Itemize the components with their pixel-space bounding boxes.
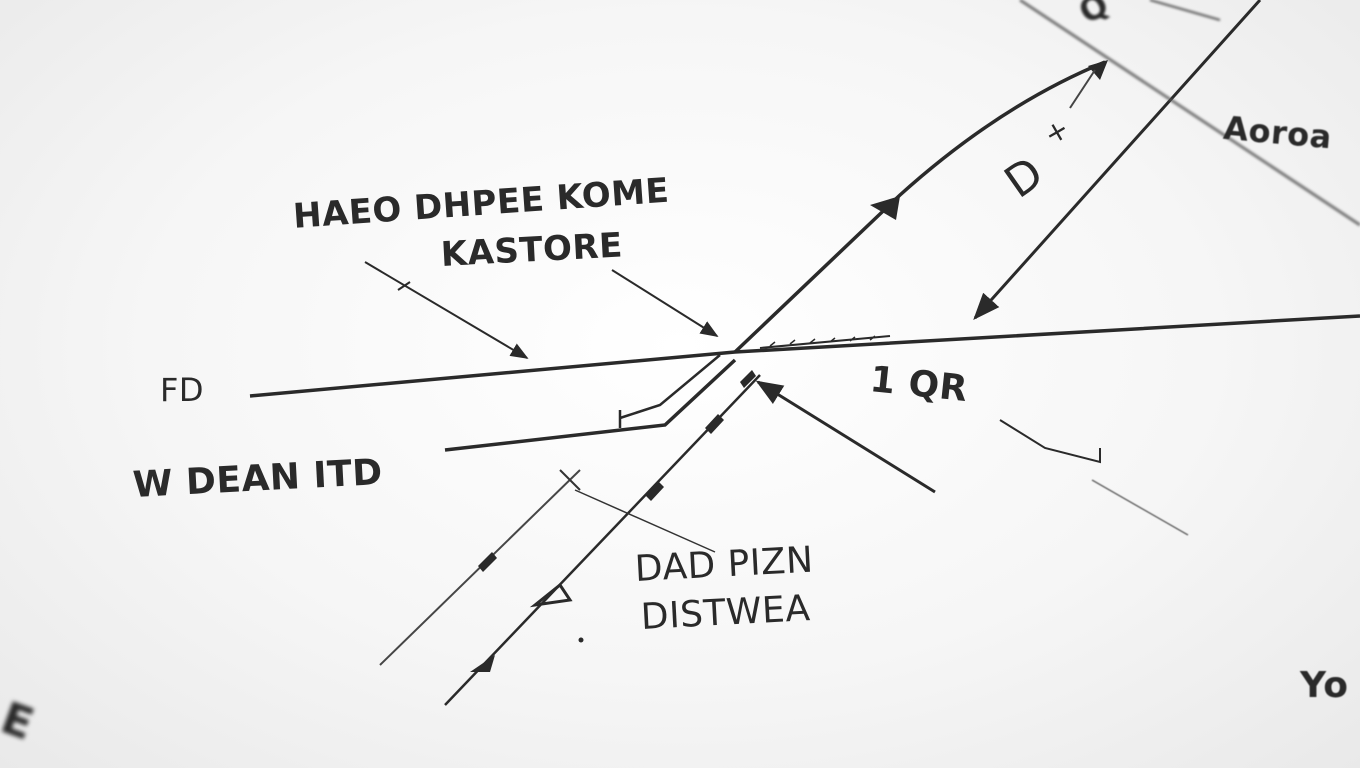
header-leader-arrow-right xyxy=(611,269,719,337)
dad-leader-line xyxy=(574,489,716,553)
hatch-marks xyxy=(769,335,876,347)
bottom-right-label: Yo xyxy=(1300,665,1349,706)
upper-diagonal-arrowhead xyxy=(870,196,900,220)
top-right-faint-line xyxy=(1019,0,1360,227)
acoba-label: Aoroa xyxy=(1221,109,1334,157)
incoming-arrow-line xyxy=(755,380,936,494)
one-qr-leader xyxy=(999,419,1101,464)
lower-diagonal-mark-1 xyxy=(705,414,724,434)
offset-track-outer xyxy=(444,358,737,452)
fd-label: FD xyxy=(160,371,205,409)
upper-diagonal-line xyxy=(733,60,1106,354)
main-horizontal-line xyxy=(249,314,1360,398)
lower-diagonal-mark-2 xyxy=(645,481,664,501)
header-label-line2: KASTORE xyxy=(439,225,624,275)
hatched-segment xyxy=(759,335,891,349)
lower-diagonal-mark-3 xyxy=(740,370,756,388)
lower-diagonal-arrowhead xyxy=(470,655,495,672)
one-qr-faint-line xyxy=(1091,479,1189,536)
right-diagonal-line xyxy=(973,0,1262,321)
upper-diagonal-end-arrowhead xyxy=(1088,60,1108,80)
header-leader-arrow-left xyxy=(364,261,529,359)
dot-marker xyxy=(578,637,584,643)
dad-label-line2: DISTWEA xyxy=(639,588,812,638)
header-leader-tick xyxy=(397,281,411,291)
one-qr-label: 1 QR xyxy=(868,359,970,411)
top-faint-stroke xyxy=(1149,0,1221,21)
dad-label-line1: DAD PIZN xyxy=(633,539,815,590)
left-diagonal-tick xyxy=(559,469,581,491)
d-tick-line xyxy=(1069,69,1096,109)
offset-track-inner xyxy=(619,354,721,420)
lower-diagonal-triangle xyxy=(529,582,573,608)
left-diagonal-mark xyxy=(478,552,497,572)
